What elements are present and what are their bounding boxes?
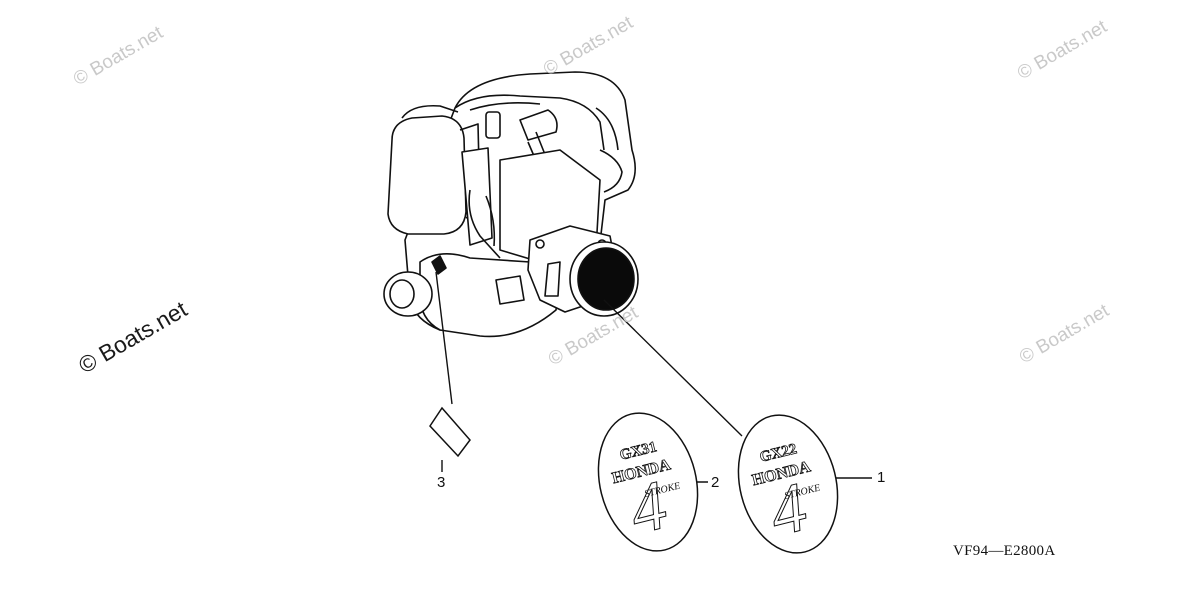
leader-line-1 [603, 299, 743, 437]
diagram-reference-code: VF94—E2800A [953, 543, 1056, 559]
leader-line-3 [435, 271, 453, 405]
part-3-label-sticker [429, 406, 471, 458]
engine-label-marker [431, 255, 447, 275]
callout-number-3: 3 [437, 474, 446, 491]
part-1-decal: GX22 HONDA 4 STROKE [737, 414, 839, 554]
decal-1-model: GX22 [758, 441, 798, 466]
callout-number-2: 2 [711, 474, 720, 491]
callout-number-1: 1 [877, 469, 886, 486]
part-2-decal: GX31 HONDA 4 STROKE [597, 412, 699, 552]
engine-illustration [383, 71, 639, 338]
